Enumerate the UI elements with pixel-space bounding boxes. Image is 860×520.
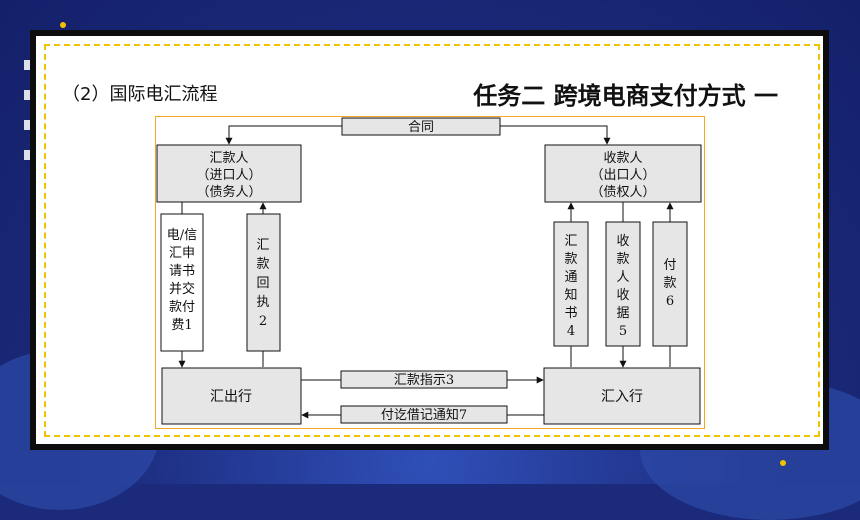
remitter-box	[156, 144, 302, 203]
step5-line: 收	[616, 234, 629, 249]
step4-line: 4	[567, 324, 575, 339]
payee-label-3: （债权人）	[590, 184, 655, 200]
decor-bar	[24, 120, 30, 130]
step1-line: 费1	[171, 318, 192, 333]
step4-line: 款	[564, 252, 577, 267]
step1-line: 电/信	[167, 228, 197, 243]
step5-line: 收	[616, 288, 629, 303]
step2-line: 2	[259, 314, 267, 329]
payee-label-1: 收款人	[603, 151, 642, 166]
remitter-label-2: （进口人）	[196, 168, 261, 183]
step2-line: 回	[256, 276, 269, 291]
step3-label: 汇款指示3	[394, 373, 454, 388]
step6-line: 付	[663, 258, 676, 273]
step2-line: 执	[256, 295, 269, 310]
step1-box	[160, 213, 204, 352]
remitter-label-1: 汇款人	[209, 151, 248, 166]
contract-label: 合同	[408, 120, 434, 135]
step5-line: 5	[619, 324, 627, 339]
step4-line: 知	[564, 287, 577, 303]
remitter-label-3: （债务人）	[196, 184, 261, 200]
paying-bank-box	[543, 367, 701, 425]
contract-arrow-left	[225, 125, 342, 145]
decor-bar	[24, 150, 30, 160]
step1-line: 请书	[169, 264, 195, 279]
slide-dashed-frame	[44, 44, 820, 437]
step5-line: 据	[616, 306, 629, 321]
remitting-bank-label: 汇出行	[210, 389, 252, 405]
step2-line: 汇	[256, 238, 269, 253]
step2-line: 款	[256, 257, 269, 272]
contract-arrow-right	[500, 125, 611, 145]
step1-line: 并交	[169, 281, 195, 297]
remittance-flow-diagram: 合同 汇款人 （进口人） （债务人） 收款人 （出口人） （债权人） 电/信 汇…	[155, 116, 705, 429]
decor-bar	[24, 90, 30, 100]
step4-line: 通	[564, 270, 577, 285]
step1-line: 款付	[169, 300, 195, 315]
remitting-bank-box	[161, 367, 302, 425]
decor-bar	[24, 60, 30, 70]
step1-line: 汇申	[169, 246, 195, 261]
decor-dot	[780, 460, 786, 466]
step4-line: 书	[564, 306, 577, 321]
section-subtitle: （2）国际电汇流程	[62, 84, 218, 105]
step4-line: 汇	[564, 234, 577, 249]
payee-box	[544, 144, 702, 203]
decor-dot	[60, 22, 66, 28]
step6-line: 6	[666, 294, 674, 309]
step6-box	[652, 221, 688, 347]
slide-title: 任务二 跨境电商支付方式 一	[473, 82, 778, 110]
step7-label: 付讫借记通知7	[381, 407, 467, 423]
step5-line: 款	[616, 252, 629, 267]
paying-bank-label: 汇入行	[601, 389, 643, 405]
step5-line: 人	[616, 270, 629, 285]
step6-line: 款	[663, 276, 676, 291]
payee-label-2: （出口人）	[590, 168, 655, 183]
flow-svg: 合同 汇款人 （进口人） （债务人） 收款人 （出口人） （债权人） 电/信 汇…	[156, 117, 702, 425]
